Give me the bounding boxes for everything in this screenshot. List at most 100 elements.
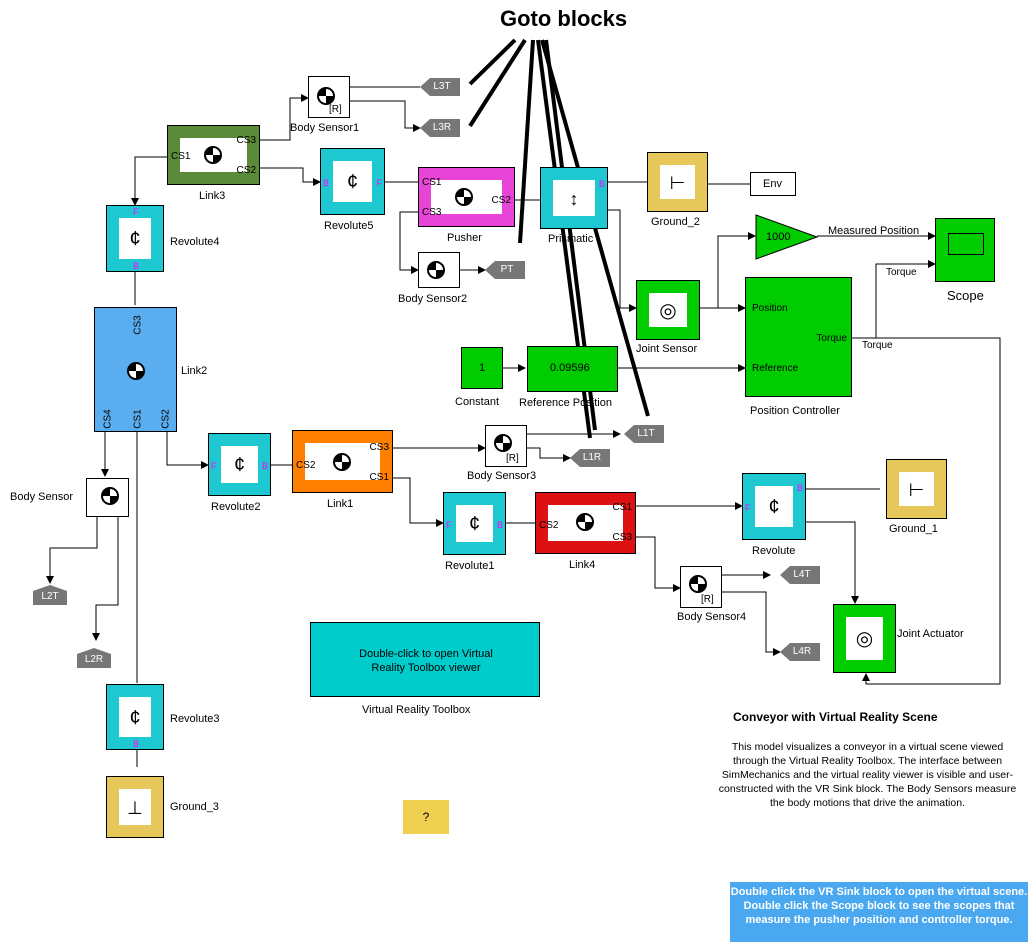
body-sensor2-block[interactable] <box>418 252 460 288</box>
link4-port-cs2: CS2 <box>539 520 559 531</box>
ground-2-inner: ⊢ <box>660 165 695 199</box>
body-sensor1-r: [R] <box>329 104 342 115</box>
sensor-icon <box>101 487 119 505</box>
revolute5-block[interactable]: ¢ B F <box>320 148 385 215</box>
ground-2-block[interactable]: ⊢ <box>647 152 708 212</box>
sensor-icon <box>427 261 445 279</box>
goto-l1r[interactable]: L1R <box>570 449 610 467</box>
torque-signal-out: Torque <box>862 340 893 351</box>
help-button[interactable]: ? <box>403 800 449 834</box>
link1-port-cs3: CS3 <box>369 442 389 453</box>
constant-block[interactable]: 1 <box>461 347 503 389</box>
prismatic-inner: ↕ <box>553 180 595 216</box>
gain-block[interactable] <box>755 214 819 260</box>
revolute4-label: Revolute4 <box>170 236 220 248</box>
revolute3-block[interactable]: ¢ B <box>106 684 164 750</box>
link3-block[interactable]: CS1 CS3 CS2 <box>167 125 260 185</box>
revolute2-port-b: B <box>261 461 268 471</box>
body-sensor3-r: [R] <box>506 453 519 464</box>
prismatic-port-b: B <box>598 179 605 189</box>
link4-port-cs1: CS1 <box>612 502 632 513</box>
goto-l4r[interactable]: L4R <box>780 643 820 661</box>
vr-sink-text: Double-click to open Virtual Reality Too… <box>359 648 493 674</box>
link1-port-cs1: CS1 <box>369 472 389 483</box>
env-block[interactable]: Env <box>750 172 796 196</box>
prismatic-label: Prismatic <box>548 233 594 245</box>
body-sensor4-label: Body Sensor4 <box>677 611 747 623</box>
revolute3-port-b: B <box>133 739 140 749</box>
joint-actuator-block[interactable]: ◎ <box>833 604 896 673</box>
revolute4-port-b: B <box>133 261 140 271</box>
link1-block[interactable]: CS2 CS3 CS1 <box>292 430 393 493</box>
center-of-gravity-icon <box>333 453 351 471</box>
goto-l3t[interactable]: L3T <box>420 78 460 96</box>
goto-blocks-annotation: Goto blocks <box>500 6 628 31</box>
revolute2-label: Revolute2 <box>211 501 261 513</box>
body-sensor-block[interactable] <box>86 478 129 517</box>
revolute5-inner: ¢ <box>333 161 372 202</box>
description-title: Conveyor with Virtual Reality Scene <box>733 710 938 724</box>
goto-l4t[interactable]: L4T <box>780 566 820 584</box>
body-sensor-label: Body Sensor <box>10 491 73 503</box>
revolute3-label: Revolute3 <box>170 713 220 725</box>
revolute1-inner: ¢ <box>456 505 493 542</box>
ground-1-inner: ⊢ <box>899 472 934 506</box>
center-of-gravity-icon <box>455 188 473 206</box>
joint-actuator-label: Joint Actuator <box>897 628 964 640</box>
goto-l1t[interactable]: L1T <box>624 425 664 443</box>
link3-port-cs3: CS3 <box>236 135 256 146</box>
pusher-port-cs2: CS2 <box>491 195 511 206</box>
position-controller-block[interactable]: Position Reference Torque <box>745 277 852 397</box>
pusher-label: Pusher <box>447 232 482 244</box>
goto-pt[interactable]: PT <box>485 261 525 279</box>
controller-port-torque: Torque <box>816 333 847 344</box>
measured-position-signal: Measured Position <box>828 225 920 237</box>
revolute-inner: ¢ <box>755 486 793 527</box>
pusher-port-cs3: CS3 <box>422 207 442 218</box>
ground-3-block[interactable]: ⊥ <box>106 776 164 838</box>
body-sensor1-block[interactable]: [R] <box>308 76 350 118</box>
body-sensor3-block[interactable]: [R] <box>485 425 527 467</box>
revolute-block[interactable]: ¢ F B <box>742 473 806 540</box>
joint-sensor-block[interactable]: ◎ <box>636 280 700 340</box>
revolute1-port-f: F <box>446 520 452 530</box>
sensor-icon <box>689 575 707 593</box>
link4-block[interactable]: CS2 CS1 CS3 <box>535 492 636 554</box>
revolute4-block[interactable]: ¢ F B <box>106 205 164 272</box>
constant-value: 1 <box>479 362 486 374</box>
revolute1-label: Revolute1 <box>445 560 495 572</box>
constant-label: Constant <box>455 396 500 408</box>
link2-block[interactable]: CS3 CS4 CS1 CS2 <box>94 307 177 432</box>
ground-1-label: Ground_1 <box>889 523 938 535</box>
revolute-port-b: B <box>796 483 803 493</box>
env-label: Env <box>763 178 782 190</box>
revolute5-label: Revolute5 <box>324 220 374 232</box>
body-sensor4-block[interactable]: [R] <box>680 566 722 608</box>
reference-position-block[interactable]: 0.09596 <box>527 346 618 392</box>
link2-port-cs3: CS3 <box>132 315 144 335</box>
link2-port-cs4: CS4 <box>102 409 114 429</box>
ground-1-block[interactable]: ⊢ <box>886 459 947 519</box>
vr-sink-block[interactable]: Double-click to open Virtual Reality Too… <box>310 622 540 697</box>
vr-toolbox-label: Virtual Reality Toolbox <box>362 704 471 716</box>
center-of-gravity-icon <box>127 362 145 380</box>
revolute5-port-f: F <box>376 178 383 188</box>
goto-l2t[interactable]: L2T <box>33 585 67 605</box>
goto-l2r[interactable]: L2R <box>77 648 111 668</box>
controller-port-position: Position <box>752 303 788 314</box>
goto-l3r[interactable]: L3R <box>420 119 460 137</box>
revolute4-port-f: F <box>133 207 139 217</box>
sensor-icon <box>494 434 512 452</box>
prismatic-block[interactable]: ↕ B <box>540 167 608 229</box>
link1-label: Link1 <box>327 498 354 510</box>
reference-position-label: Reference Position <box>519 397 612 409</box>
revolute-label: Revolute <box>752 545 796 557</box>
gain-value: 1000 <box>766 231 791 243</box>
center-of-gravity-icon <box>204 146 222 164</box>
revolute1-block[interactable]: ¢ F B <box>443 492 506 555</box>
pusher-block[interactable]: CS1 CS3 CS2 <box>418 167 515 227</box>
revolute2-block[interactable]: ¢ F B <box>208 433 271 496</box>
revolute2-inner: ¢ <box>221 446 258 483</box>
link1-port-cs2: CS2 <box>296 460 316 471</box>
scope-block[interactable] <box>935 218 995 282</box>
